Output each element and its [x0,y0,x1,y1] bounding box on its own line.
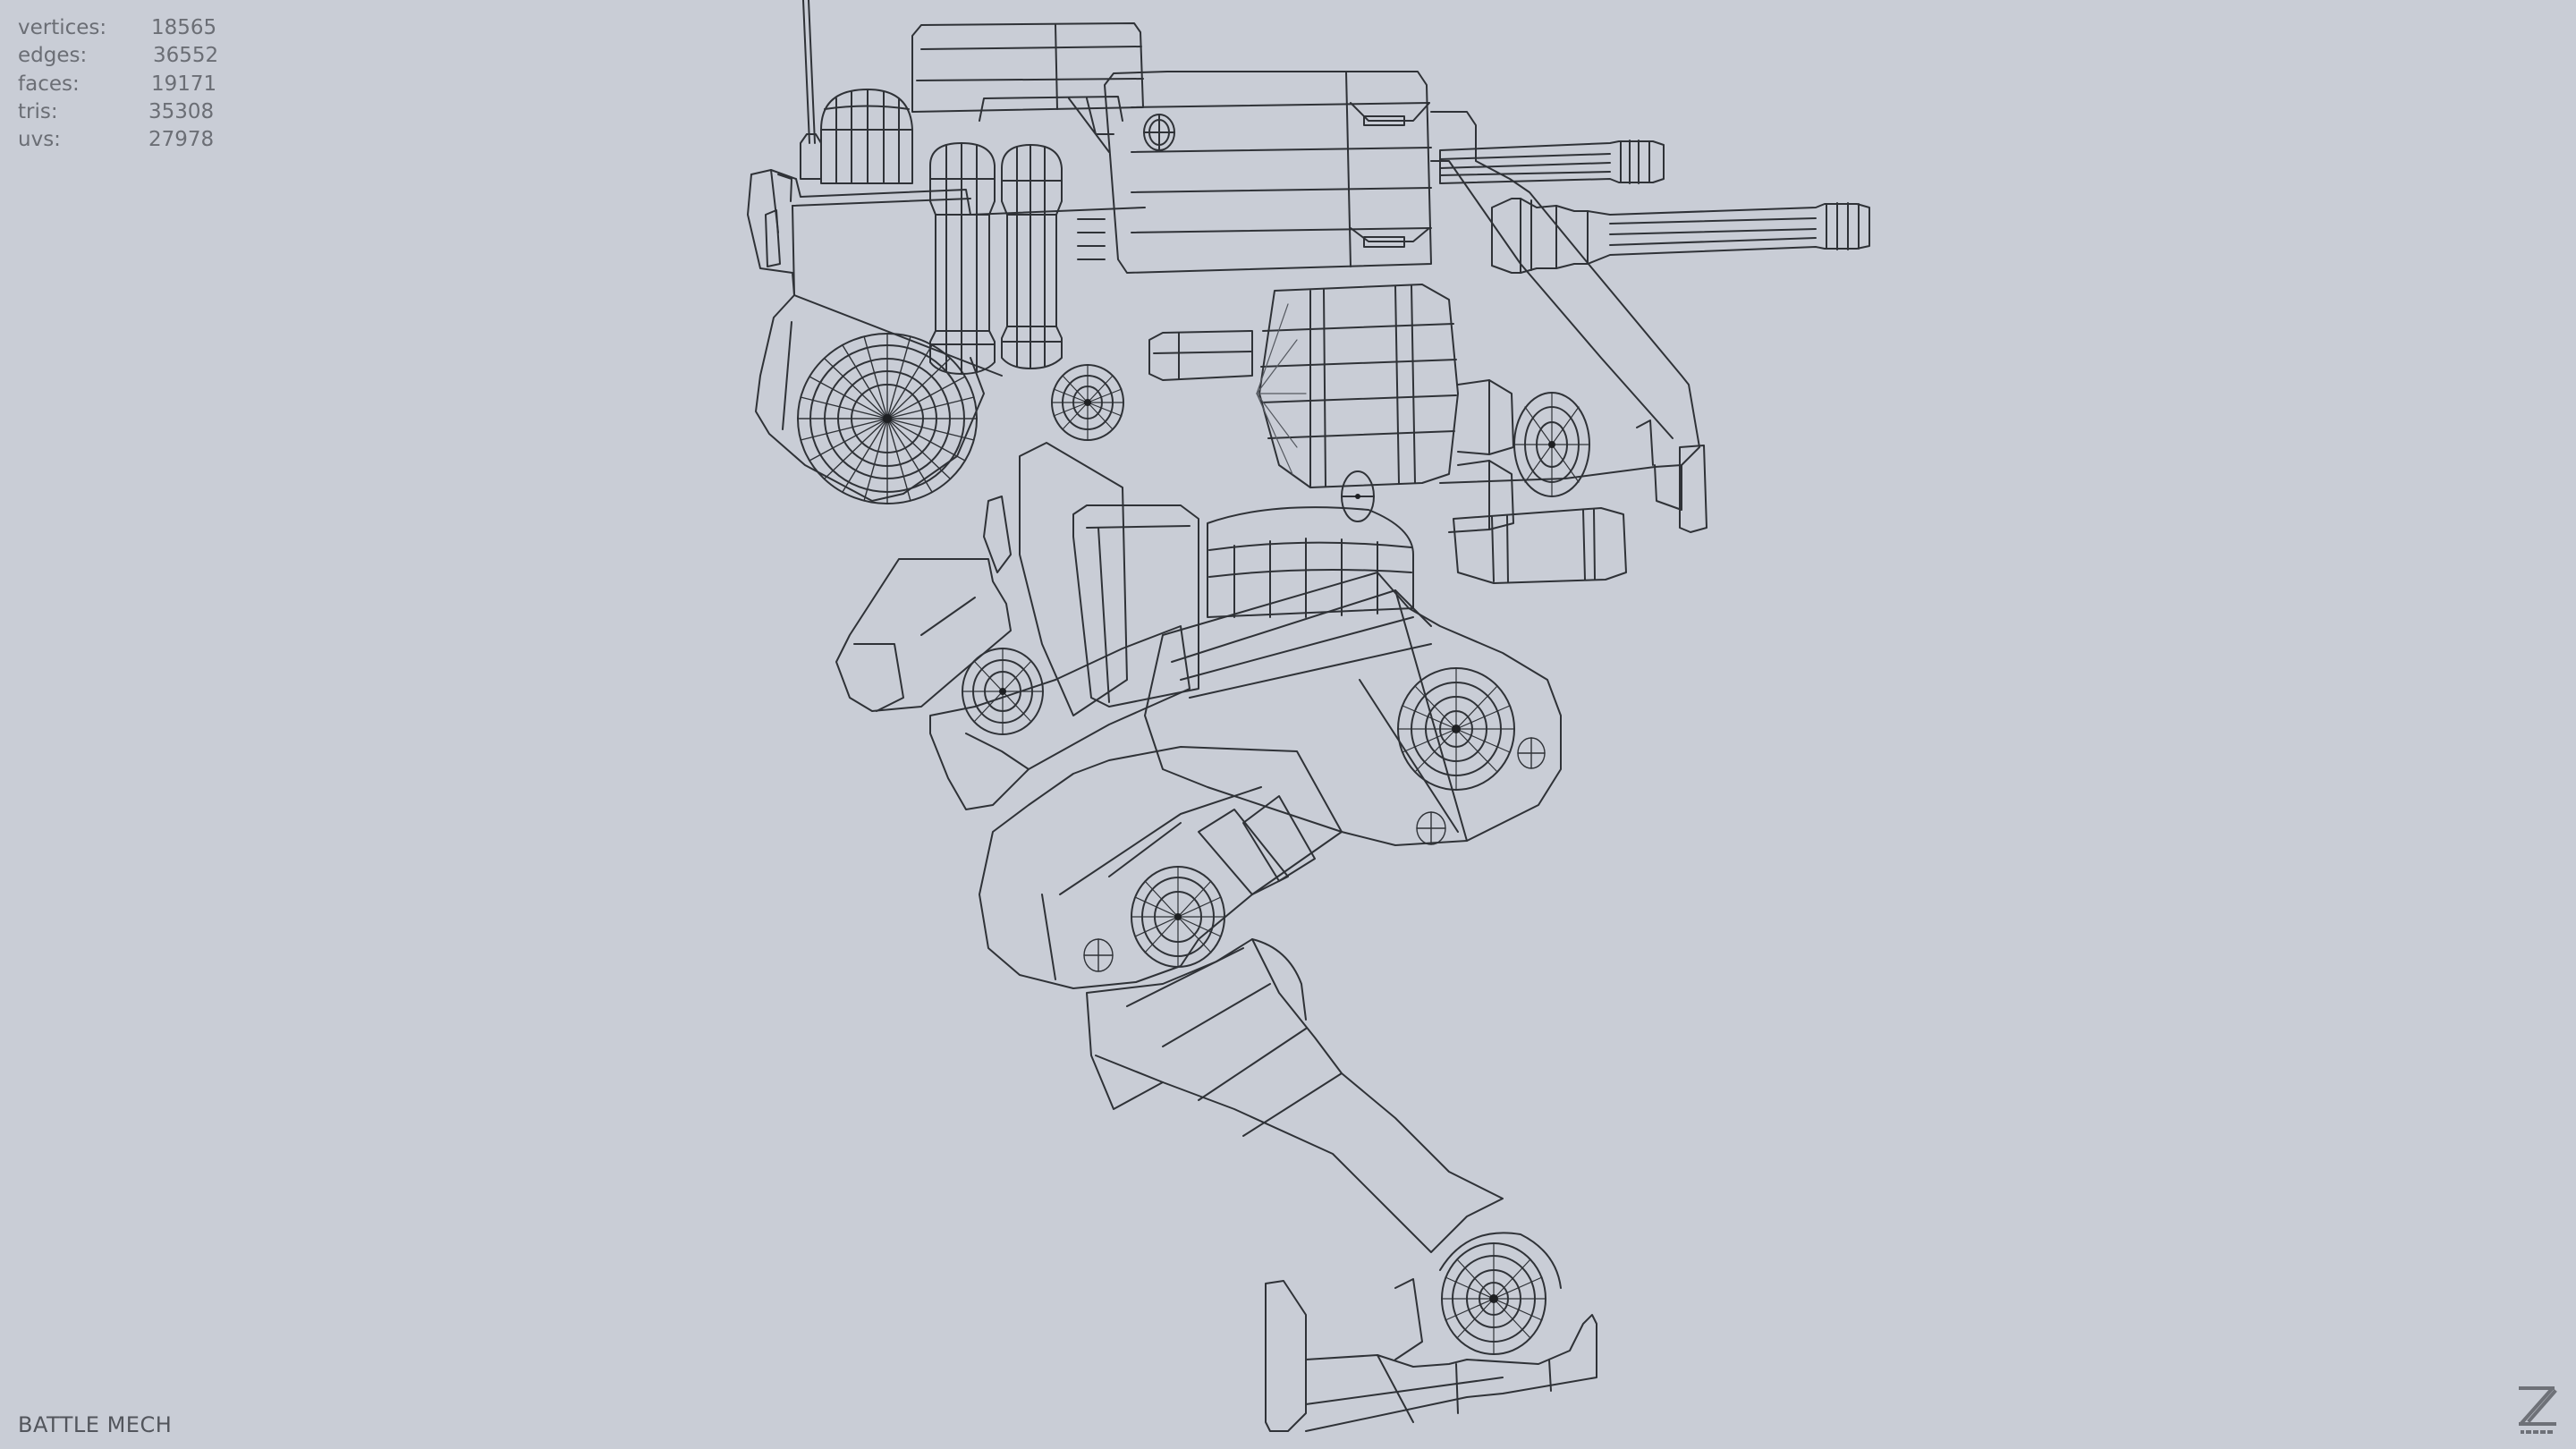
shin [1086,938,1504,1253]
side-pipe [1148,330,1253,381]
knee-wheel [1131,866,1225,968]
stat-label: edges: [18,44,88,68]
stat-label: uvs: [18,128,61,152]
gun-housing-box [979,71,1432,274]
stat-value: 18565 [151,16,217,39]
mid-leg-plate [929,625,1191,810]
foot [1265,1278,1597,1432]
left-hip-wheel [797,333,978,504]
stat-value: 27978 [148,128,215,152]
stat-label: vertices: [18,16,107,39]
drum-side-cylinders [1341,379,1514,533]
z-logo-icon [2519,1386,2557,1434]
upper-thigh-plate [835,558,1012,712]
pelvis-ring [1207,506,1414,618]
stat-value: 19171 [151,72,217,96]
ankle-arch [1439,1232,1562,1289]
upper-thigh-wheel [962,648,1044,735]
dome-tank [820,89,913,184]
stat-label: tris: [18,99,58,123]
ankle-wheel [1441,1242,1546,1355]
spine-block [983,442,1199,716]
thigh-beam-wheel [1397,667,1515,791]
antenna [800,0,822,180]
stat-value: 36552 [153,44,219,68]
left-hip-housing [755,294,985,502]
main-gun-barrel [1491,198,1870,274]
battery-box [1453,507,1627,584]
stat-value: 35308 [148,99,215,123]
bolt-spheres [1083,737,1546,972]
right-hub-wheel [1513,392,1590,497]
center-drum [1256,284,1459,488]
small-hub-wheel [1051,364,1124,441]
thigh-beam [1144,572,1562,846]
stat-label: faces: [18,72,80,96]
upper-gun-barrel [1439,140,1665,184]
top-hatch-box [911,22,1144,113]
twin-canisters [929,142,1063,375]
model-name-caption: BATTLE MECH [18,1412,173,1437]
